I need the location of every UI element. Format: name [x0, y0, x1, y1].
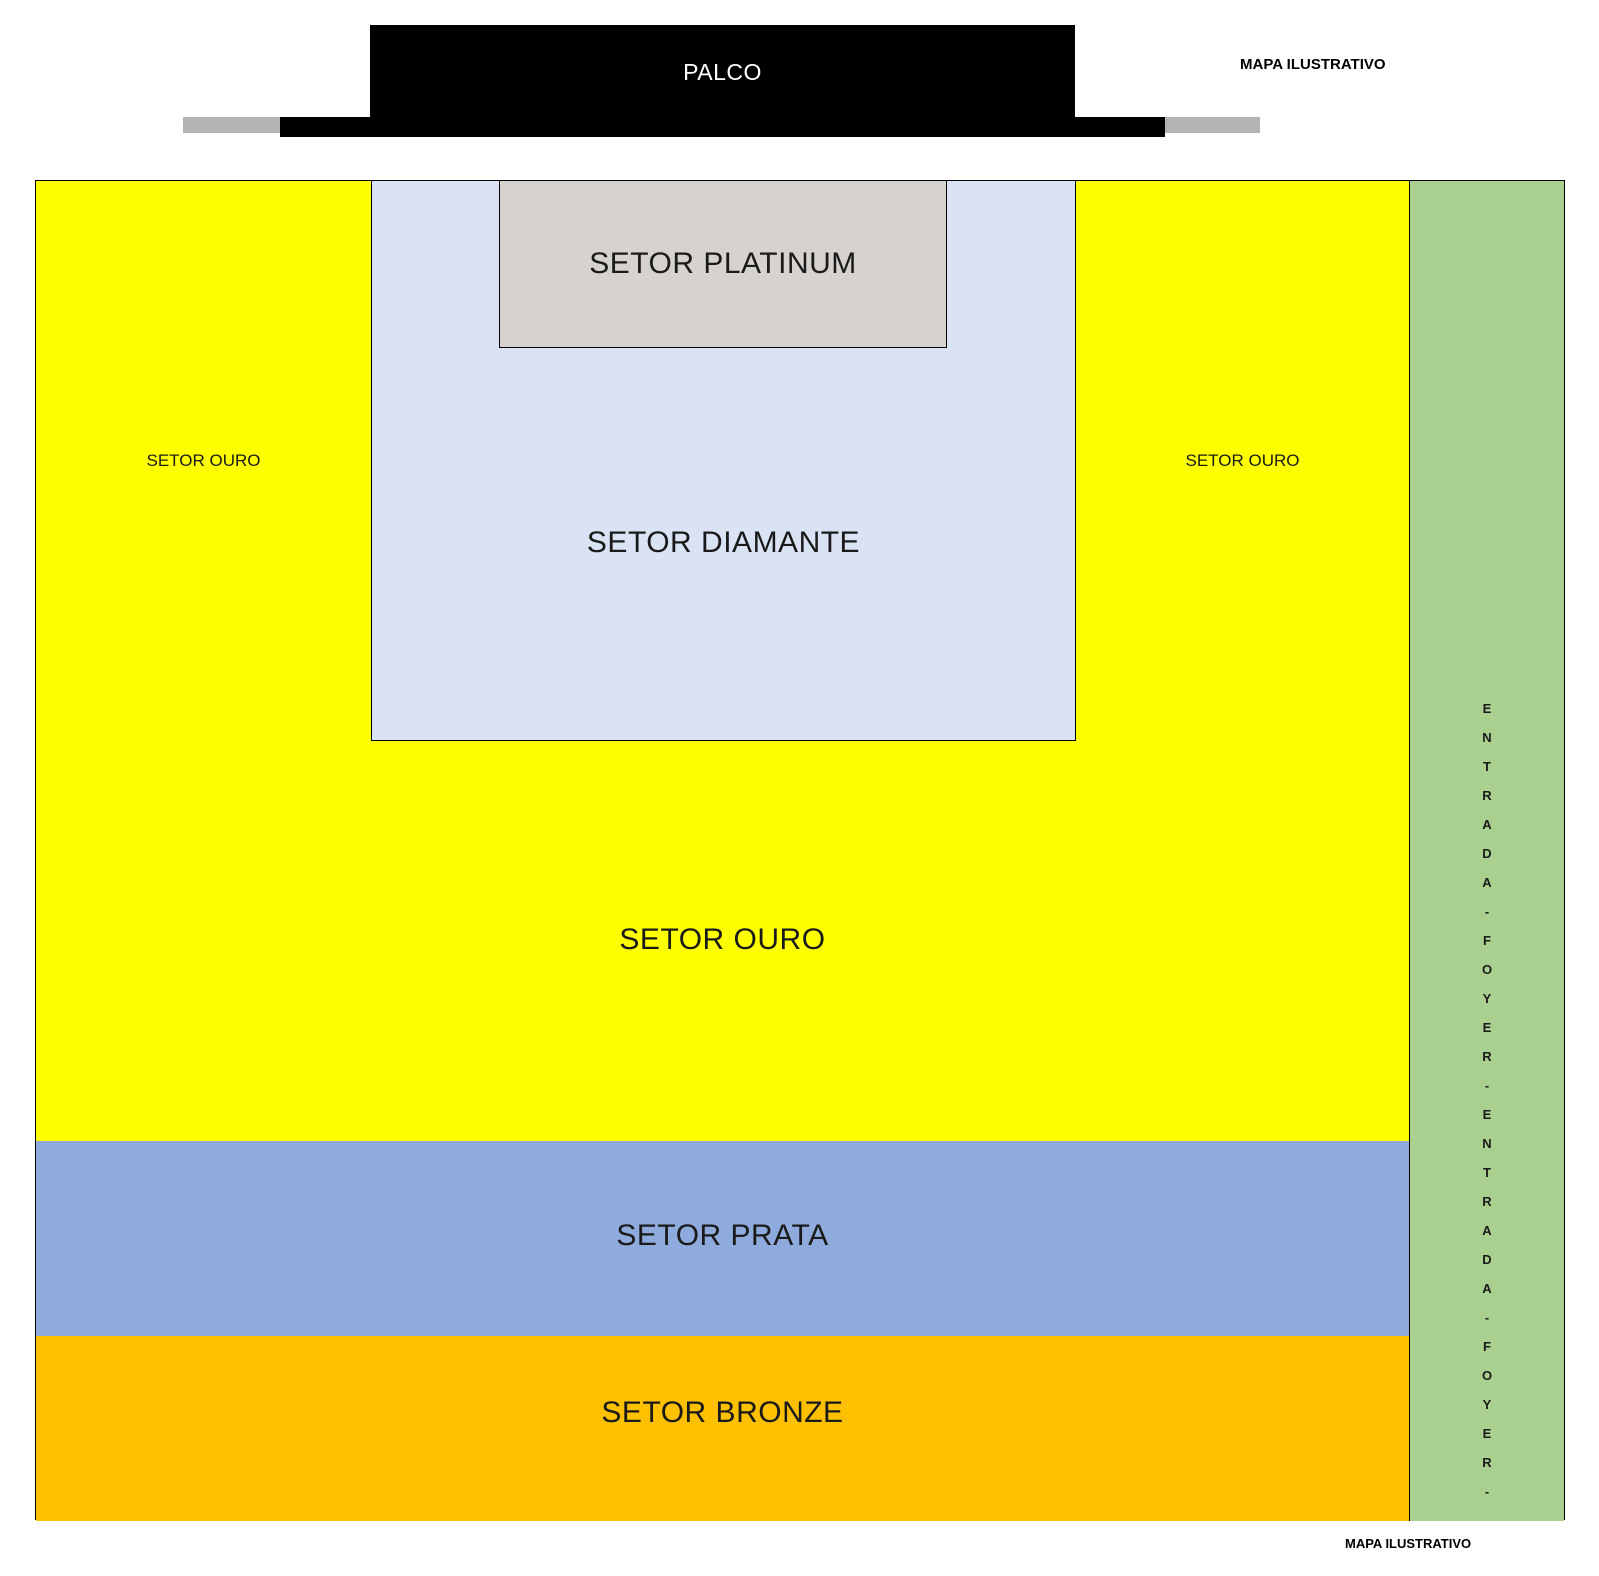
entrance-foyer-label: E N T R A D A - F O Y E R - E N T R A D … [1481, 701, 1493, 1499]
sector-diamante-label: SETOR DIAMANTE [586, 526, 861, 559]
stage-wing-left [183, 117, 280, 133]
illustrative-map-note-bottom: MAPA ILUSTRATIVO [1345, 1536, 1472, 1551]
sector-platinum-label: SETOR PLATINUM [589, 247, 857, 280]
sector-diamante: SETOR PLATINUM SETOR DIAMANTE [371, 181, 1076, 741]
stage-apron [280, 117, 1165, 137]
illustrative-map-note-top: MAPA ILUSTRATIVO [1240, 56, 1386, 73]
stage-label: PALCO [683, 59, 762, 85]
sector-bronze-label: SETOR BRONZE [601, 1396, 844, 1429]
sector-prata-label: SETOR PRATA [616, 1219, 829, 1252]
sector-ouro-label-right: SETOR OURO [1185, 451, 1300, 470]
sector-prata: SETOR PRATA [36, 1141, 1409, 1336]
sector-ouro-label-left: SETOR OURO [146, 451, 261, 470]
sector-bronze: SETOR BRONZE [36, 1336, 1409, 1521]
sector-ouro-label-center: SETOR OURO [619, 923, 826, 956]
stage-wing-right [1165, 117, 1260, 133]
entrance-foyer-strip: E N T R A D A - F O Y E R - E N T R A D … [1409, 181, 1564, 1521]
stage-block: PALCO [370, 25, 1075, 120]
sector-map: SETOR OURO SETOR OURO SETOR OURO SETOR P… [35, 180, 1565, 1521]
sector-platinum: SETOR PLATINUM [499, 181, 947, 348]
